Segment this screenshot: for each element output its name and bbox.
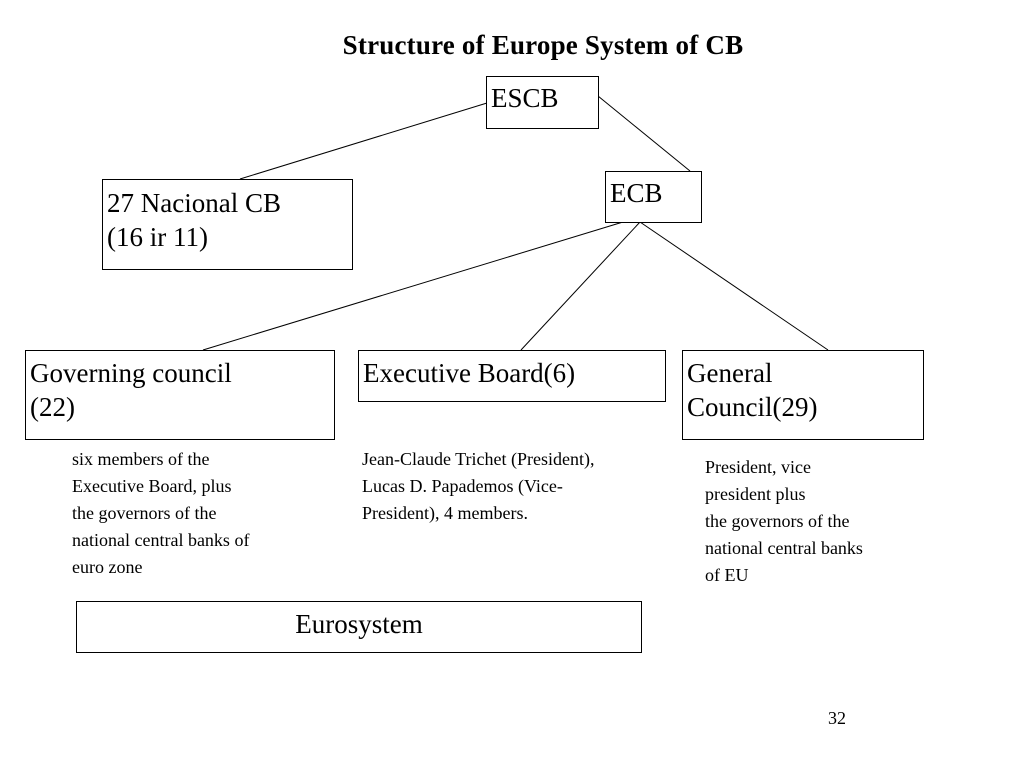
note-line: national central banks of (72, 530, 250, 550)
governing-council-count: (22) (30, 392, 75, 422)
note-line: President), 4 members. (362, 503, 528, 523)
general-council-label: General (687, 358, 773, 388)
escb-box: ESCB (486, 76, 599, 129)
general-council-box: General Council(29) (682, 350, 924, 440)
national-cb-label: 27 Nacional CB (107, 188, 281, 218)
national-cb-box: 27 Nacional CB (16 ir 11) (102, 179, 353, 270)
note-line: six members of the (72, 449, 210, 469)
note-line: of EU (705, 565, 749, 585)
connector-escb-ecb (597, 95, 691, 172)
connector-ecb-general-council (639, 221, 829, 351)
note-line: euro zone (72, 557, 143, 577)
connector-escb-national-cb (239, 102, 488, 180)
governing-council-note: six members of the Executive Board, plus… (72, 446, 249, 581)
ecb-box: ECB (605, 171, 702, 223)
executive-board-note: Jean-Claude Trichet (President), Lucas D… (362, 446, 594, 527)
note-line: national central banks (705, 538, 863, 558)
note-line: the governors of the (72, 503, 217, 523)
note-line: Executive Board, plus (72, 476, 232, 496)
executive-board-box: Executive Board(6) (358, 350, 666, 402)
escb-label: ESCB (491, 83, 559, 113)
connector-ecb-executive-board (520, 221, 641, 351)
governing-council-box: Governing council (22) (25, 350, 335, 440)
note-line: Jean-Claude Trichet (President), (362, 449, 595, 469)
governing-council-label: Governing council (30, 358, 232, 388)
ecb-label: ECB (610, 178, 663, 208)
eurosystem-label: Eurosystem (295, 609, 423, 639)
note-line: the governors of the (705, 511, 850, 531)
eurosystem-box: Eurosystem (76, 601, 642, 653)
connector-ecb-governing-council (202, 221, 624, 351)
note-line: Lucas D. Papademos (Vice- (362, 476, 563, 496)
executive-board-label: Executive Board(6) (363, 358, 576, 388)
national-cb-sublabel: (16 ir 11) (107, 222, 208, 252)
general-council-count: Council(29) (687, 392, 818, 422)
page-number: 32 (828, 708, 846, 728)
note-line: President, vice (705, 457, 811, 477)
note-line: president plus (705, 484, 806, 504)
slide-title: Structure of Europe System of CB (342, 30, 744, 60)
general-council-note: President, vice president plus the gover… (705, 454, 863, 589)
